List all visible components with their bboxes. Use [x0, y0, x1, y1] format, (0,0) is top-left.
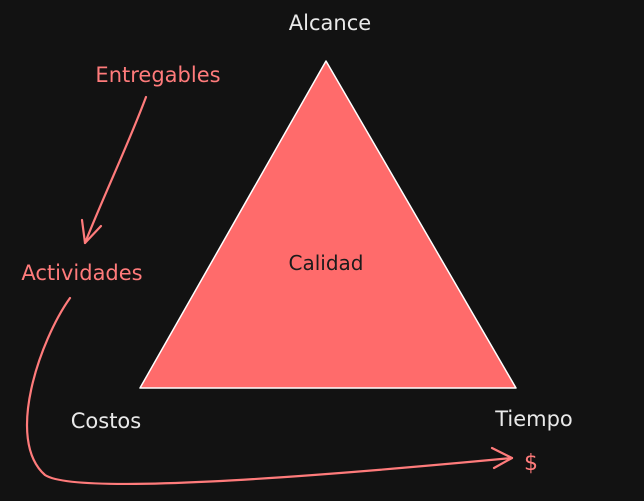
flow-label-end: $: [524, 451, 538, 476]
vertex-label-bottom-right: Tiempo: [494, 407, 573, 431]
flow-label-start: Entregables: [95, 63, 220, 87]
arrowhead-end: [490, 446, 514, 470]
center-label: Calidad: [289, 251, 364, 275]
iron-triangle: [139, 60, 517, 389]
arrowhead-middle: [80, 218, 103, 245]
flow-label-middle: Actividades: [21, 261, 142, 285]
arrow-start-to-middle: [83, 95, 148, 245]
vertex-label-top: Alcance: [289, 11, 371, 35]
arrow-middle-to-end: [25, 296, 514, 486]
vertex-label-bottom-left: Costos: [71, 409, 141, 433]
